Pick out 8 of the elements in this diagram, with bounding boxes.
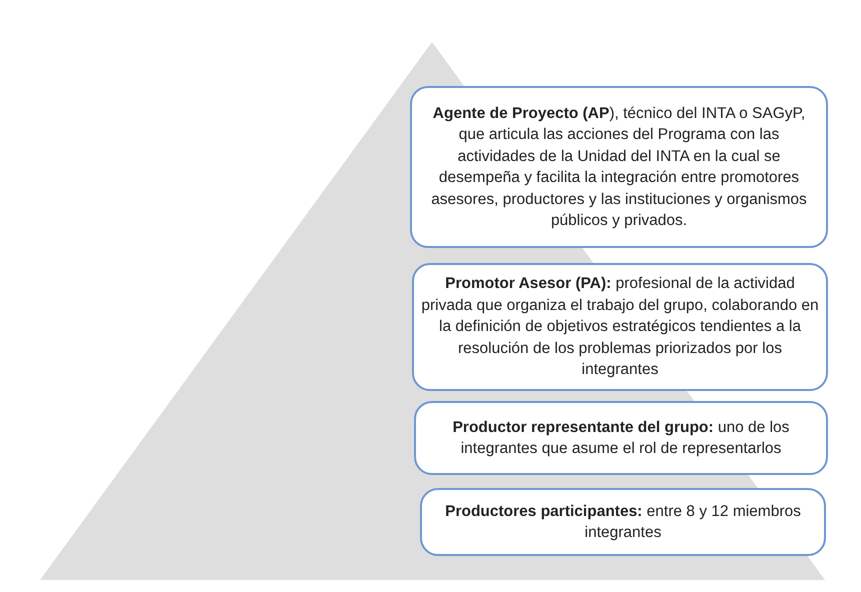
role-description: Productores participantes: entre 8 y 12 miembros integrantes (444, 502, 802, 543)
role-box (420, 488, 826, 556)
role-description: Promotor Asesor (PA): profesional de la actividad privada que organiza el trabajo del grupo, colaborando en la definición de objetivos estratégicos tendientes a la resolución de los problemas priorizados por los integrantes (420, 274, 820, 380)
role-description: Productor representante del grupo: uno de los integrantes que asume el rol de representarlos (452, 418, 790, 459)
role-box (412, 263, 828, 391)
role-box (414, 401, 828, 475)
role-box (410, 86, 828, 248)
role-description: Agente de Proyecto (AP), técnico del INTA o SAGyP, que articula las acciones del Programa con las actividades de la Unidad del INTA en la cual se desempeña y facilita la integración entre promotores asesores, productores y las instituciones y organismos públicos y privados. (430, 104, 808, 231)
